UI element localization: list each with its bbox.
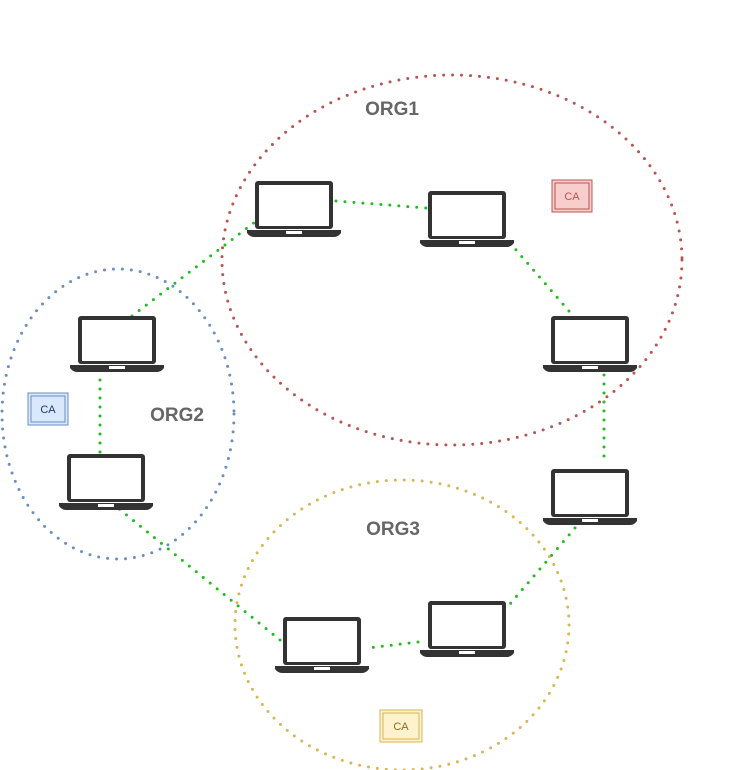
org2-label: ORG2 xyxy=(150,405,204,426)
org3-label: ORG3 xyxy=(366,519,420,540)
org1-ca-badge[interactable]: CA xyxy=(551,179,593,213)
org3-boundary xyxy=(233,478,571,770)
org1-label: ORG1 xyxy=(365,99,419,120)
org1-boundary xyxy=(220,73,684,447)
org3-laptop-icon[interactable] xyxy=(420,601,514,657)
org3-ca-badge[interactable]: CA xyxy=(379,709,423,743)
org3-laptop-icon[interactable] xyxy=(275,617,369,673)
org1-ca-label: CA xyxy=(564,191,580,203)
org1-laptop-icon[interactable] xyxy=(543,316,637,372)
org3-ca-label: CA xyxy=(393,721,409,733)
org2-ca-label: CA xyxy=(40,404,56,416)
org1-laptop-icon[interactable] xyxy=(247,181,341,237)
org2-boundary xyxy=(0,267,236,561)
peer-connection-ring xyxy=(98,199,606,650)
org2-ca-badge[interactable]: CA xyxy=(27,392,69,426)
org2-laptop-icon[interactable] xyxy=(59,454,153,510)
org2-laptop-icon[interactable] xyxy=(70,316,164,372)
org1-laptop-icon[interactable] xyxy=(420,191,514,247)
org-shared-laptop-icon[interactable] xyxy=(543,469,637,525)
